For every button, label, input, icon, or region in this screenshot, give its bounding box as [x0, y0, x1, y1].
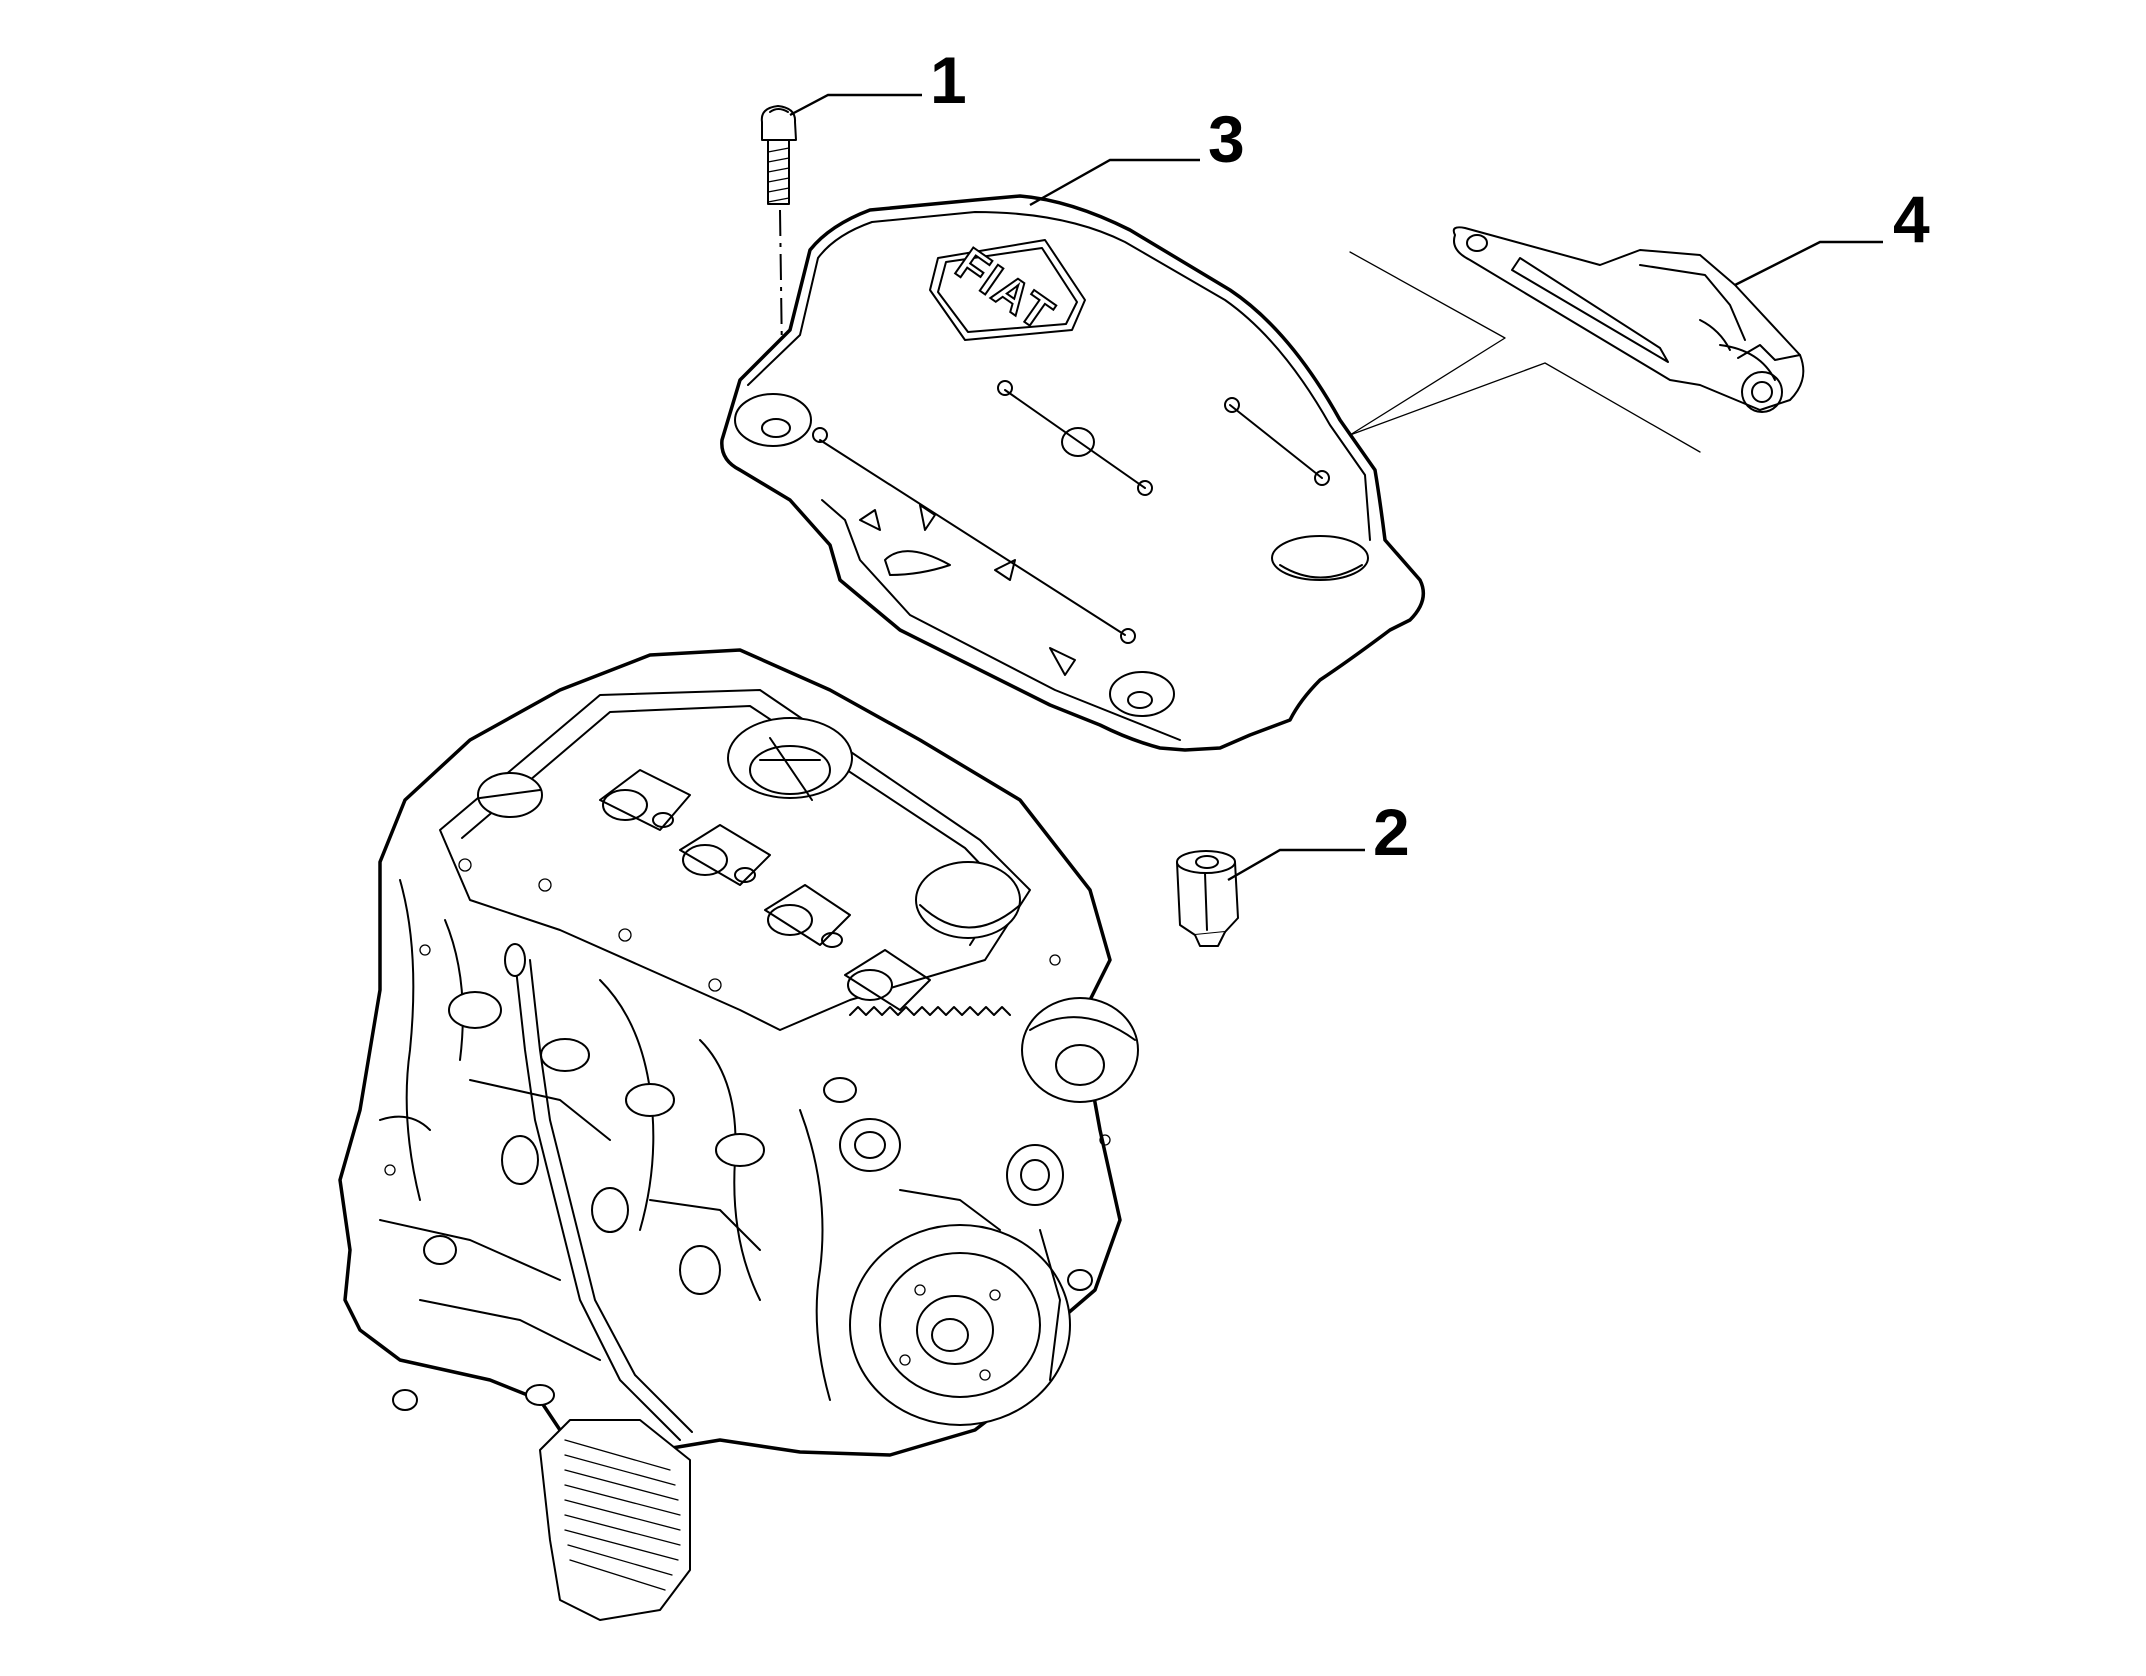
callout-labels: 1 3 4 2: [930, 43, 1930, 869]
callout-leaders: [789, 93, 1883, 882]
callout-2: 2: [1373, 795, 1410, 869]
engine-cover-part: FIAT: [720, 194, 1701, 752]
callout-4: 4: [1893, 182, 1930, 256]
bracket-part: [1452, 226, 1805, 413]
bolt-part: [760, 105, 797, 431]
callout-1: 1: [930, 43, 967, 117]
spacer-part: [1176, 850, 1239, 947]
callout-3: 3: [1208, 102, 1245, 176]
engine-block-drawing: [338, 648, 1139, 1621]
